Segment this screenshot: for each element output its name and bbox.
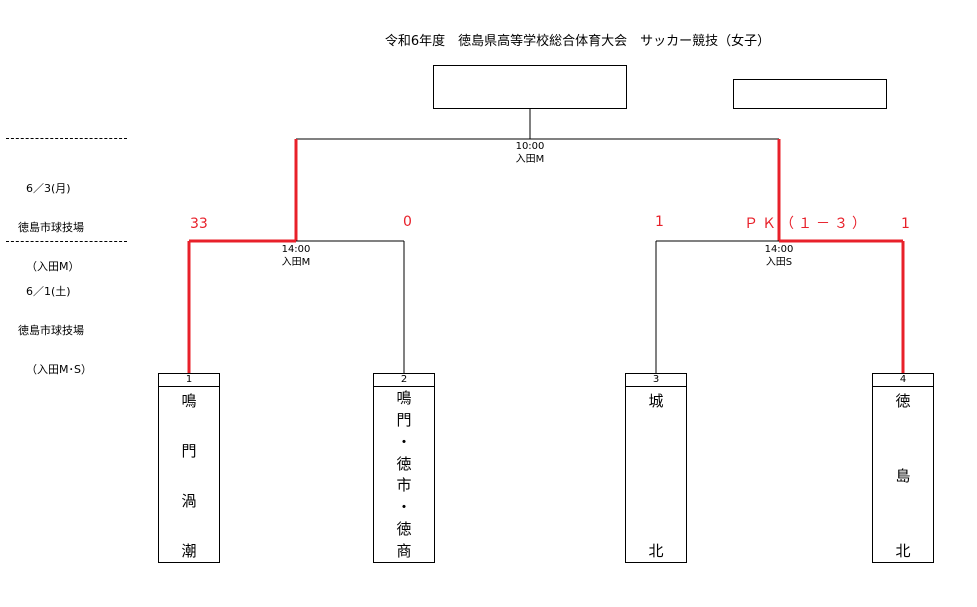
team-name: 鳴 門 渦 潮 xyxy=(181,392,197,560)
match-field: 入田M xyxy=(281,257,311,268)
champion-box xyxy=(433,65,627,109)
round-date: 6／1(土) xyxy=(26,285,71,298)
team-name: 鳴 門 ・ 徳 市 ・ 徳 商 xyxy=(396,389,412,560)
team-number: 1 xyxy=(159,374,219,387)
semi2-score-right: 1 xyxy=(901,216,910,232)
round-venue: 徳島市球技場 xyxy=(18,221,84,234)
team-number: 4 xyxy=(873,374,933,387)
semi2-score-left: 1 xyxy=(655,214,664,230)
semi2-pk-result: ＰＫ（１－３） xyxy=(744,216,870,232)
team-name: 城 北 xyxy=(648,392,664,560)
team-number: 3 xyxy=(626,374,686,387)
semi1-score-left: 33 xyxy=(190,216,208,232)
round-fields: （入田M･S） xyxy=(26,363,92,376)
round-separator-final xyxy=(6,138,127,139)
semi1-match-info: 14:00 入田M xyxy=(256,243,336,269)
round-date: 6／3(月) xyxy=(26,182,71,195)
team-box-3: 3 城 北 xyxy=(625,373,687,563)
round-separator-semis xyxy=(6,241,127,242)
team-box-4: 4 徳 島 北 xyxy=(872,373,934,563)
semi1-score-right: 0 xyxy=(403,214,412,230)
runner-up-box xyxy=(733,79,887,109)
round-venue: 徳島市球技場 xyxy=(18,324,84,337)
match-field: 入田S xyxy=(765,257,793,268)
team-box-2: 2 鳴 門 ・ 徳 市 ・ 徳 商 xyxy=(373,373,435,563)
match-time: 14:00 xyxy=(764,244,794,255)
team-number: 2 xyxy=(374,374,434,387)
round-label-final: 6／3(月) 徳島市球技場 （入田M） xyxy=(18,156,84,286)
round-fields: （入田M） xyxy=(26,260,80,273)
tournament-title: 令和6年度 徳島県高等学校総合体育大会 サッカー競技（女子） xyxy=(384,34,771,49)
match-field: 入田M xyxy=(515,154,545,165)
team-box-1: 1 鳴 門 渦 潮 xyxy=(158,373,220,563)
final-match-info: 10:00 入田M xyxy=(490,140,570,166)
round-label-semis: 6／1(土) 徳島市球技場 （入田M･S） xyxy=(18,259,92,389)
team-name: 徳 島 北 xyxy=(895,392,911,560)
semi2-match-info: 14:00 入田S xyxy=(739,243,819,269)
match-time: 10:00 xyxy=(515,141,545,152)
match-time: 14:00 xyxy=(281,244,311,255)
